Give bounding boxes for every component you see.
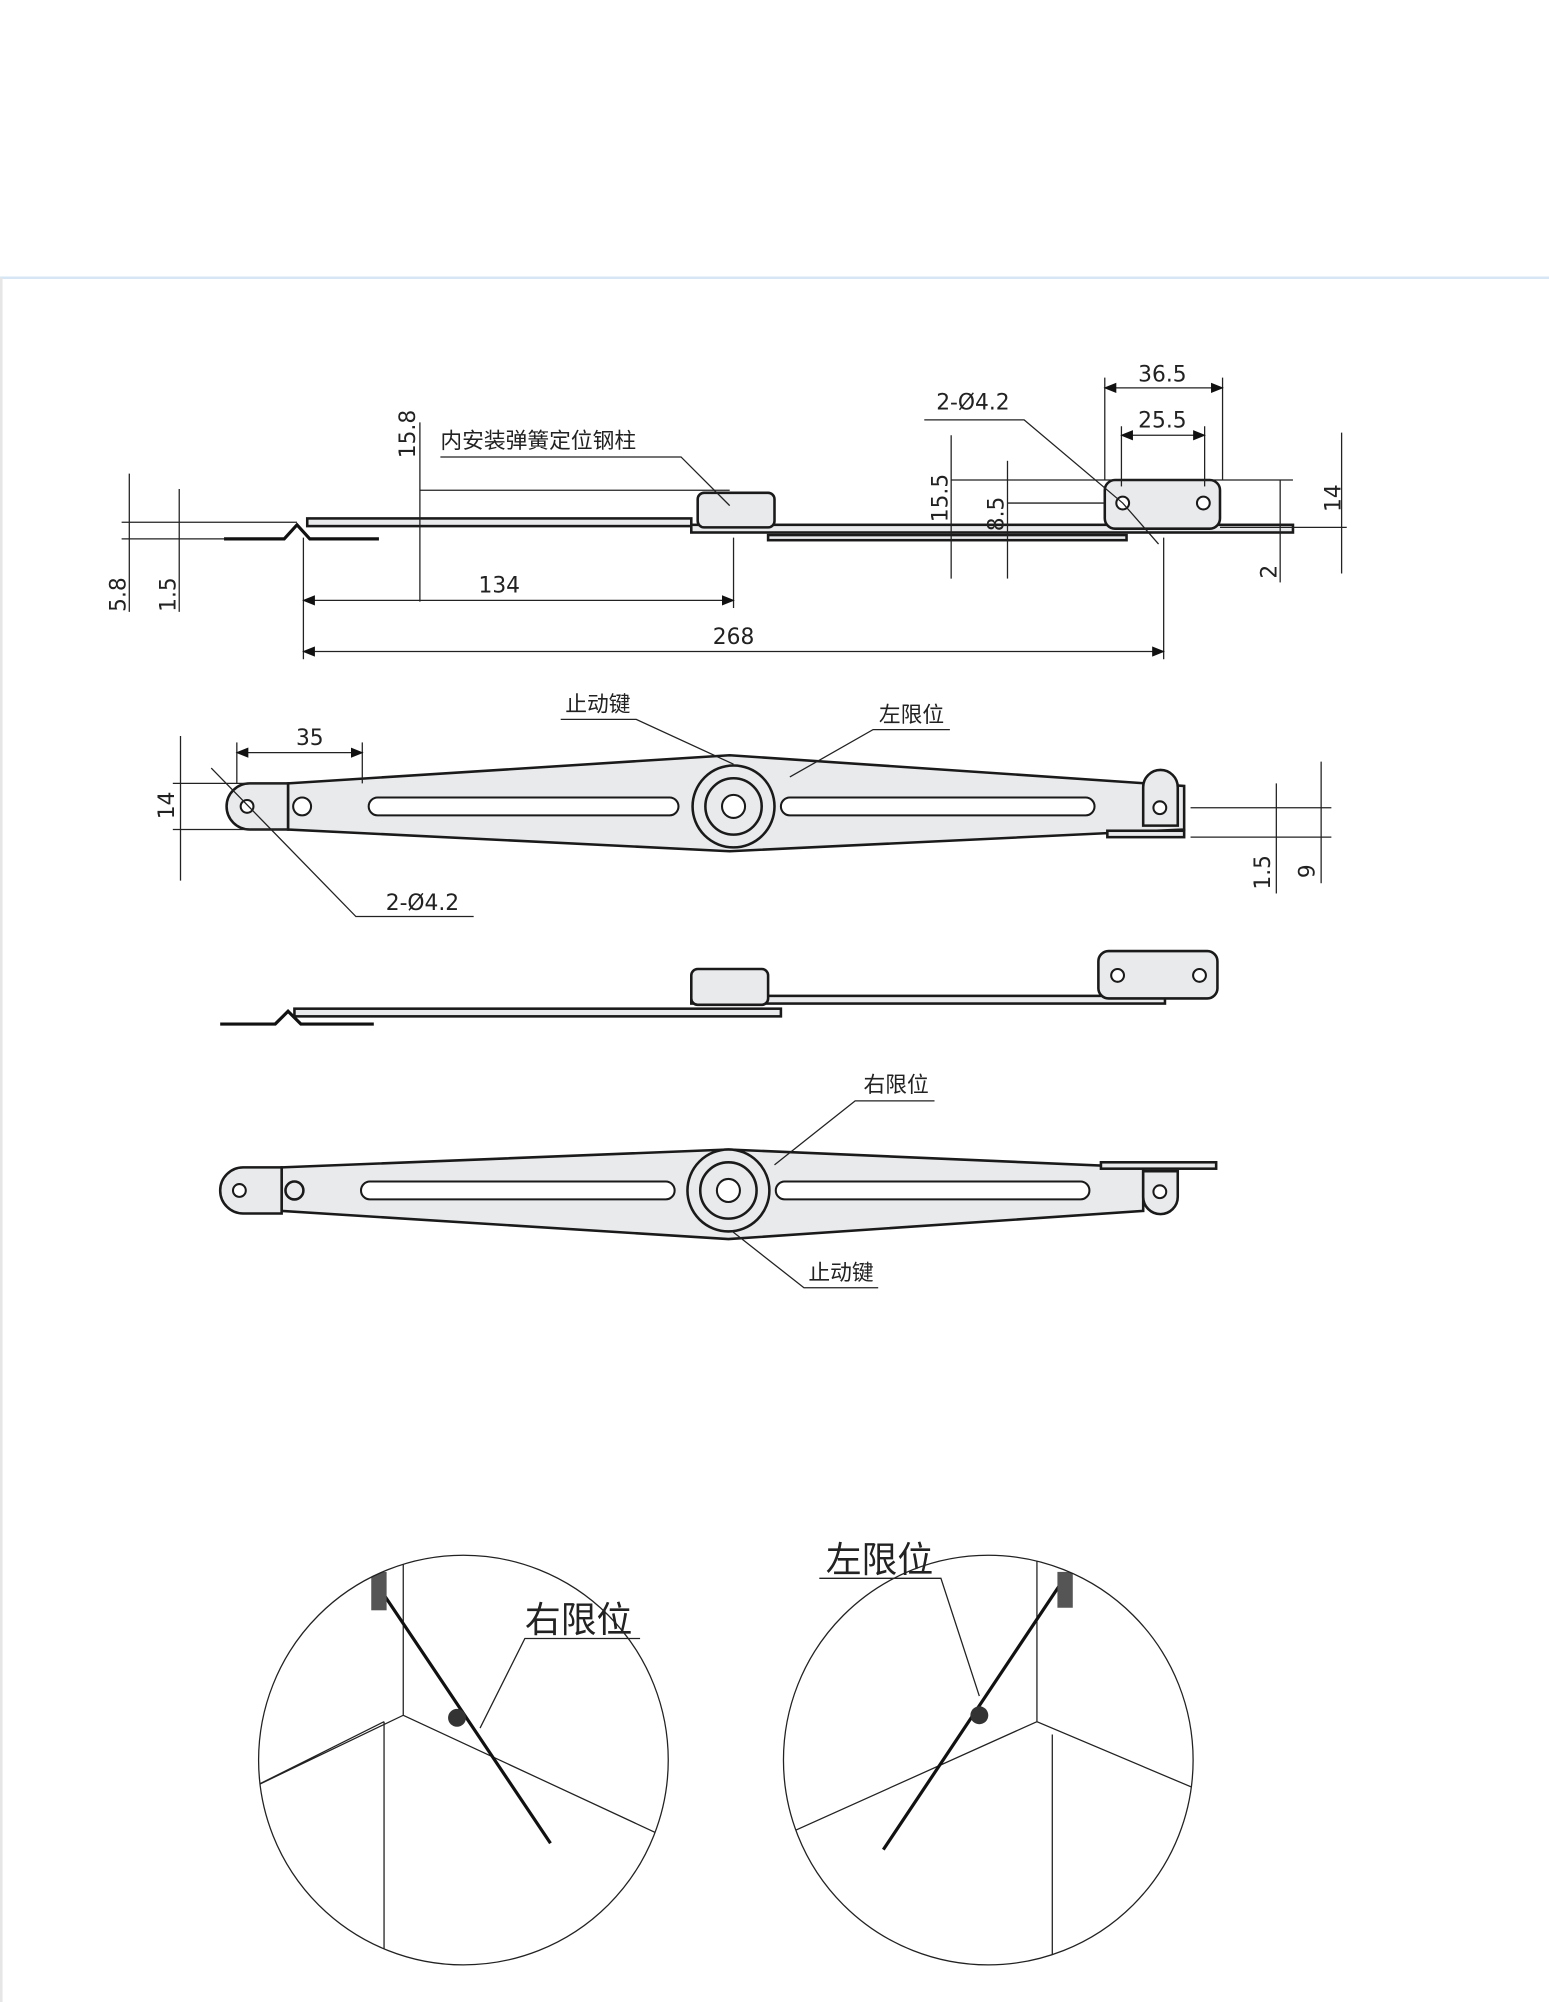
dim-1-5: 1.5 bbox=[156, 577, 181, 612]
install-view-right-limit: 右限位 bbox=[257, 1554, 669, 1966]
dim-8-5: 8.5 bbox=[985, 497, 1010, 532]
plan-view-left-limit: 35 14 2-Ø4.2 止动键 左限位 1.5 9 bbox=[155, 693, 1332, 918]
side-elevation-view: 36.5 25.5 2-Ø4.2 15.8 内安装弹簧定位钢柱 5.8 1.5 … bbox=[106, 362, 1347, 660]
callout-stop-key: 止动键 bbox=[565, 693, 630, 718]
dim-5-8: 5.8 bbox=[106, 577, 131, 612]
dim-134: 134 bbox=[479, 574, 521, 599]
dim-14-plan: 14 bbox=[155, 792, 180, 820]
spring-pin-housing bbox=[696, 491, 776, 529]
dim-hole-dia-plan: 2-Ø4.2 bbox=[386, 891, 459, 916]
dim-14: 14 bbox=[1321, 484, 1346, 512]
dim-25-5: 25.5 bbox=[1138, 409, 1186, 434]
dim-268: 268 bbox=[713, 625, 755, 650]
dim-hole-dia: 2-Ø4.2 bbox=[936, 391, 1009, 416]
callout-spring-pin: 内安装弹簧定位钢柱 bbox=[440, 429, 636, 454]
install-view-left-limit: 左限位 bbox=[782, 1540, 1194, 1966]
dim-2: 2 bbox=[1257, 565, 1282, 579]
dim-9: 9 bbox=[1296, 864, 1321, 878]
dim-15-5: 15.5 bbox=[928, 474, 953, 522]
plan-view-right-limit: 右限位 止动键 bbox=[218, 1073, 1218, 1289]
dim-1-5-plan: 1.5 bbox=[1251, 855, 1276, 890]
install-label-right-limit: 右限位 bbox=[525, 1600, 632, 1641]
callout-left-limit: 左限位 bbox=[879, 703, 944, 728]
callout-stop-key-2: 止动键 bbox=[808, 1261, 873, 1286]
side-view-2 bbox=[220, 949, 1219, 1026]
dim-15-8: 15.8 bbox=[396, 410, 421, 458]
dim-35: 35 bbox=[296, 726, 324, 751]
dim-36-5: 36.5 bbox=[1138, 362, 1186, 387]
install-label-left-limit: 左限位 bbox=[826, 1540, 933, 1581]
callout-right-limit: 右限位 bbox=[863, 1073, 928, 1098]
